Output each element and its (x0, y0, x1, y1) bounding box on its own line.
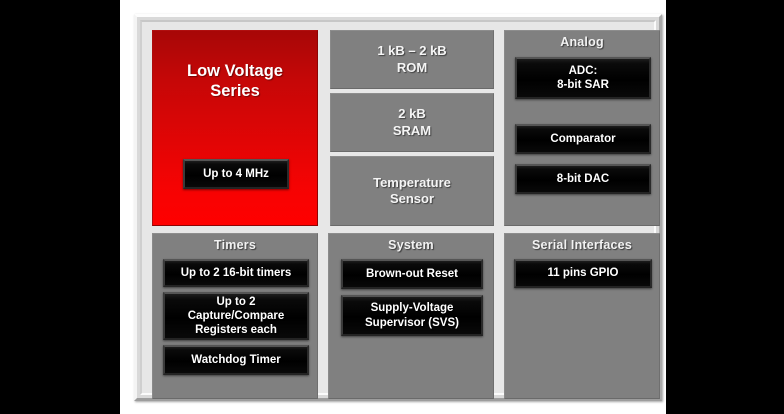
series-panel-title: Low Voltage Series (153, 31, 317, 101)
panel-timers-title: Timers (214, 238, 256, 252)
panel-analog-title: Analog (560, 35, 604, 49)
chip-gpio-pins[interactable]: 11 pins GPIO (514, 259, 652, 288)
block-sram-line-1: 2 kB (398, 106, 426, 122)
chip-svs-line-2: Supervisor (SVS) (365, 316, 459, 329)
chip-capture-compare-line-2: Capture/Compare (187, 309, 285, 322)
chip-comparator[interactable]: Comparator (515, 124, 651, 154)
diagram-inner-frame: Low Voltage Series Up to 4 MHz 1 kB – 2 … (140, 20, 660, 399)
chip-capture-compare-line-3: Registers each (195, 324, 277, 336)
block-rom[interactable]: 1 kB – 2 kB ROM (330, 30, 494, 89)
block-rom-line-2: ROM (396, 59, 428, 75)
chip-dac[interactable]: 8-bit DAC (515, 164, 651, 194)
series-title-line-2: Series (210, 82, 260, 101)
chip-capture-compare-registers[interactable]: Up to 2 Capture/Compare Registers each (163, 292, 309, 340)
chip-brown-out-reset[interactable]: Brown-out Reset (341, 259, 483, 289)
chip-supply-voltage-supervisor[interactable]: Supply-Voltage Supervisor (SVS) (341, 295, 483, 336)
block-temperature-sensor-line-2: Sensor (389, 191, 435, 206)
chip-svs-line-1: Supply-Voltage (370, 302, 454, 315)
panel-timers[interactable]: Timers Up to 2 16-bit timers Up to 2 Cap… (152, 233, 318, 399)
chip-clock-speed-label: Up to 4 MHz (203, 167, 269, 180)
block-temperature-sensor[interactable]: Temperature Sensor (330, 156, 494, 226)
chip-gpio-pins-label: 11 pins GPIO (547, 267, 619, 280)
chip-watchdog-timer-label: Watchdog Timer (191, 353, 281, 366)
chip-adc[interactable]: ADC: 8-bit SAR (515, 57, 651, 99)
chip-comparator-label: Comparator (550, 132, 616, 145)
chip-adc-line-2: 8-bit SAR (557, 79, 609, 91)
chip-dac-label: 8-bit DAC (556, 172, 610, 185)
panel-serial-interfaces[interactable]: Serial Interfaces 11 pins GPIO (504, 233, 660, 399)
chip-capture-compare-line-1: Up to 2 (216, 295, 256, 308)
chip-16bit-timers-label: Up to 2 16-bit timers (180, 266, 292, 279)
block-diagram-grid: Low Voltage Series Up to 4 MHz 1 kB – 2 … (152, 30, 660, 399)
panel-analog[interactable]: Analog ADC: 8-bit SAR Comparator 8-bit D… (504, 30, 660, 226)
block-rom-line-1: 1 kB – 2 kB (377, 43, 447, 59)
chip-brown-out-reset-label: Brown-out Reset (366, 267, 458, 280)
block-sram[interactable]: 2 kB SRAM (330, 93, 494, 152)
panel-serial-interfaces-title: Serial Interfaces (532, 238, 632, 252)
chip-adc-line-1: ADC: (568, 64, 598, 77)
block-temperature-sensor-line-1: Temperature (373, 174, 451, 190)
panel-system-title: System (388, 238, 434, 252)
diagram-outer-frame: Low Voltage Series Up to 4 MHz 1 kB – 2 … (134, 14, 662, 401)
chip-16bit-timers[interactable]: Up to 2 16-bit timers (163, 259, 309, 287)
chip-clock-speed[interactable]: Up to 4 MHz (183, 159, 289, 189)
chip-watchdog-timer[interactable]: Watchdog Timer (163, 345, 309, 375)
series-title-line-1: Low Voltage (187, 62, 283, 80)
panel-system[interactable]: System Brown-out Reset Supply-Voltage Su… (328, 233, 494, 399)
block-sram-line-2: SRAM (392, 122, 432, 138)
panel-low-voltage-series[interactable]: Low Voltage Series Up to 4 MHz (152, 30, 318, 226)
